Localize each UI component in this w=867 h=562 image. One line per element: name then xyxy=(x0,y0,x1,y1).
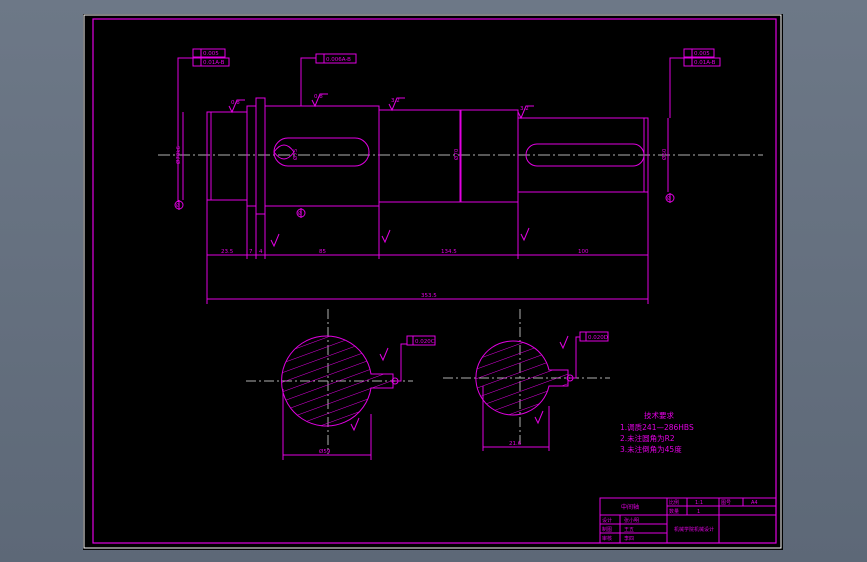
roughness-mark-3 xyxy=(388,97,405,112)
keyway-left xyxy=(273,137,370,167)
section-left-leader xyxy=(395,343,407,382)
roughness-mark-4 xyxy=(517,105,534,120)
gdt-frame-right xyxy=(683,48,721,67)
shaft-middle-section xyxy=(378,109,519,203)
roughness-mark-8 xyxy=(379,347,389,362)
tb-school: 机械学院机械设计 xyxy=(674,526,714,533)
shaft-collar xyxy=(255,97,266,215)
tb-number-label: 数量 xyxy=(669,508,679,515)
shaft-right-section xyxy=(517,117,649,193)
tb-scale-value: 1:1 xyxy=(695,500,703,506)
tb-row-design-name: 张小明 xyxy=(624,517,639,524)
title-block xyxy=(599,497,777,544)
tb-row-design: 设计 xyxy=(602,517,612,524)
tb-part-name: 中间轴 xyxy=(621,503,639,511)
gdt-frame-left xyxy=(192,48,230,67)
outer-frame xyxy=(83,14,782,549)
gdt-section-left: 0.020C xyxy=(415,339,435,345)
dia-label-1: Ø70k6 xyxy=(175,145,182,164)
roughness-label-3: 3.2 xyxy=(391,98,400,104)
roughness-mark-5 xyxy=(270,233,280,248)
gdt-left-runout: 0.005 xyxy=(203,51,219,57)
roughness-mark-1 xyxy=(228,99,245,114)
tb-number-value: 1 xyxy=(697,509,700,515)
section-left-shape xyxy=(281,335,394,427)
roughness-mark-6 xyxy=(381,229,391,244)
gdt-leader-left xyxy=(177,57,193,202)
tb-drawing-no-label: 图号 xyxy=(721,500,731,506)
note-1: 1.调质241—286HBS xyxy=(620,422,694,432)
dia-label-4: Ø60 xyxy=(661,148,668,160)
length-label-5: 134.5 xyxy=(441,249,457,255)
gdt-left-datum: 0.01A-B xyxy=(203,60,225,66)
datum-hole-symbol-2: Ø xyxy=(298,210,302,217)
keyway-right xyxy=(525,143,645,167)
tb-row-check-name: 李四 xyxy=(624,535,634,542)
gdt-right-datum: 0.01A-B xyxy=(694,60,716,66)
datum-hole-symbol-1: Ø xyxy=(176,202,180,209)
tb-scale-label: 比例 xyxy=(669,499,679,506)
gdt-center-runout: 0.006A-B xyxy=(326,57,351,63)
section-right-dim: 21.6 xyxy=(509,441,522,447)
tb-row-draw: 制图 xyxy=(602,526,612,533)
length-label-6: 100 xyxy=(578,249,589,255)
dia-label-3: Ø70 xyxy=(453,148,460,160)
section-right-leader xyxy=(570,336,580,379)
inner-frame xyxy=(92,18,777,544)
gdt-leader-center xyxy=(300,57,316,106)
tb-drawing-no-value: A4 xyxy=(751,500,758,506)
length-label-3: 4 xyxy=(259,249,263,255)
dia-label-2: Ø75 xyxy=(292,148,299,160)
length-label-4: 85 xyxy=(319,249,326,255)
keyway-left-detail xyxy=(273,144,295,160)
shaft-left-journal xyxy=(206,111,248,201)
tb-row-check: 审核 xyxy=(602,535,612,542)
section-right-shape xyxy=(475,340,569,416)
roughness-mark-2 xyxy=(311,93,328,108)
roughness-mark-7 xyxy=(520,227,530,242)
roughness-label-2: 0.8 xyxy=(314,94,323,100)
length-label-total: 353.5 xyxy=(421,293,437,299)
note-3: 3.未注倒角为45度 xyxy=(620,444,682,454)
length-label-2: 7 xyxy=(249,249,253,255)
shaft-shoulder-2 xyxy=(264,105,380,207)
roughness-label-4: 3.2 xyxy=(520,106,529,112)
section-right-gdt xyxy=(579,331,609,342)
roughness-label-1: 0.8 xyxy=(231,100,240,106)
notes-title: 技术要求 xyxy=(644,410,674,420)
gdt-frame-center xyxy=(315,53,357,64)
section-left-dim: Ø59 xyxy=(319,448,331,455)
datum-hole-symbol-3: Ø xyxy=(667,195,671,202)
cad-drawing: 0.005 0.01A-B 0.006A-B 0.005 0.01A-B 0.0… xyxy=(83,14,782,549)
length-label-1: 23.5 xyxy=(221,249,234,255)
note-2: 2.未注圆角为R2 xyxy=(620,433,675,443)
shaft-shoulder-1 xyxy=(246,105,257,207)
gdt-leader-right xyxy=(669,57,684,118)
gdt-right-runout: 0.005 xyxy=(694,51,710,57)
section-left-gdt xyxy=(406,335,436,346)
drawing-sheet: 0.005 0.01A-B 0.006A-B 0.005 0.01A-B 0.0… xyxy=(83,14,783,550)
tb-row-draw-name: 王五 xyxy=(624,527,634,533)
gdt-section-right: 0.020D xyxy=(588,335,608,341)
